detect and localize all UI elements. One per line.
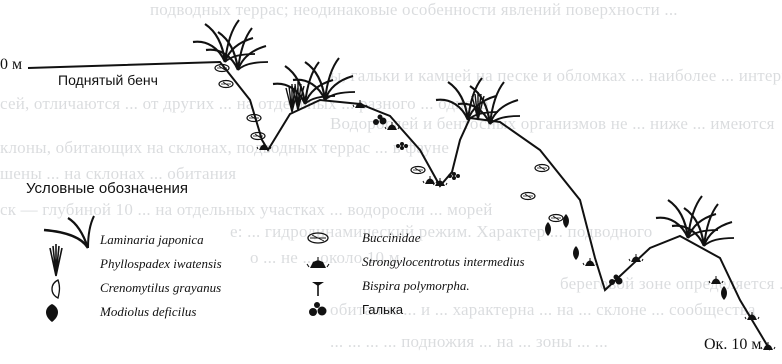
legend-title: Условные обозначения	[26, 180, 188, 197]
mussel-clusters	[396, 142, 460, 180]
depth-label-bottom: Ок. 10 м	[704, 336, 761, 354]
legend-label: Modiolus deficilus	[100, 304, 196, 320]
legend-item-laminaria: Laminaria japonica	[38, 228, 298, 252]
legend-item-buccinidae: Buccinidae	[300, 226, 620, 250]
legend-item-strongylocentrotus: Strongylocentrotus intermedius	[300, 250, 620, 274]
legend-label: Laminaria japonica	[100, 232, 204, 248]
legend-item-modiolus: Modiolus deficilus	[38, 300, 298, 324]
mussel-cluster-icon	[38, 276, 98, 300]
legend-label: Phyllospadex iwatensis	[100, 256, 222, 272]
raised-bench-label: Поднятый бенч	[58, 72, 158, 88]
mussel-icon	[38, 300, 98, 324]
depth-label-top: 0 м	[0, 56, 22, 74]
legend-label: Strongylocentrotus intermedius	[362, 254, 525, 270]
seagrass-icon	[38, 252, 98, 276]
whelk-shells	[215, 65, 563, 222]
pebbles-icon	[300, 298, 360, 322]
legend-item-bispira: Bispira polymorpha.	[300, 274, 620, 298]
legend-label: Галька	[362, 302, 403, 317]
legend-label: Buccinidae	[362, 230, 420, 246]
tube-worm-icon	[300, 274, 360, 298]
sea-urchin-icon	[300, 250, 360, 274]
legend-item-pebbles: Галька	[300, 298, 620, 322]
legend-item-phyllospadex: Phyllospadex iwatensis	[38, 252, 298, 276]
whelk-shell-icon	[300, 226, 360, 250]
laminaria-kelp-icon	[38, 228, 98, 252]
legend-label: Bispira polymorpha.	[362, 278, 470, 294]
legend-label: Crenomytilus grayanus	[100, 280, 221, 296]
legend-item-crenomytilus: Crenomytilus grayanus	[38, 276, 298, 300]
